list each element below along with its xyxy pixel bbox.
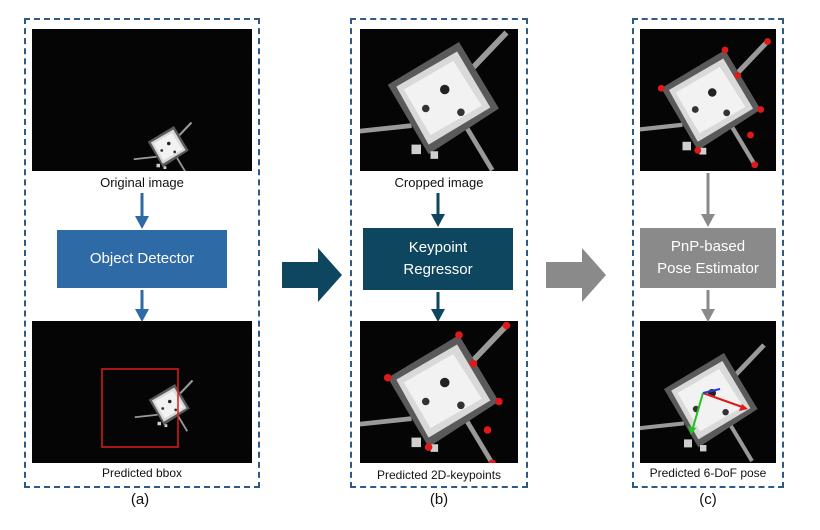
object-detector-label: Object Detector — [89, 250, 195, 267]
keypoint-regressor-label: Keypoint Regressor — [403, 239, 473, 278]
keypoint-regressor-box: Keypoint Regressor — [363, 228, 513, 290]
panel-label-b: (b) — [429, 491, 449, 508]
predicted-pose-image — [640, 321, 776, 463]
arrow-b-to-c — [546, 248, 606, 302]
predicted-pose-caption: Predicted 6-DoF pose — [649, 466, 767, 480]
arrow-a-to-b — [282, 248, 342, 302]
keypoints-input-image — [640, 29, 776, 171]
arrow-c-bottom — [701, 290, 715, 322]
cropped-image-caption: Cropped image — [394, 175, 484, 190]
predicted-bbox — [101, 368, 179, 448]
arrow-a-bottom — [135, 290, 149, 322]
predicted-keypoints-caption: Predicted 2D-keypoints — [376, 468, 502, 482]
cropped-image — [360, 29, 518, 171]
panel-c — [632, 18, 784, 488]
panel-label-c: (c) — [699, 491, 717, 508]
arrow-b-top — [431, 193, 445, 227]
arrow-b-bottom — [431, 292, 445, 322]
original-image — [32, 29, 252, 171]
panel-b — [350, 18, 528, 488]
pnp-pose-estimator-label: PnP-based Pose Estimator — [657, 238, 759, 277]
predicted-bbox-caption: Predicted bbox — [101, 466, 183, 480]
object-detector-box: Object Detector — [57, 230, 227, 288]
arrow-c-top — [701, 173, 715, 227]
panel-label-a: (a) — [130, 491, 150, 508]
predicted-keypoints-image — [360, 321, 518, 463]
panel-a — [24, 18, 260, 488]
arrow-a-top — [135, 193, 149, 229]
predicted-bbox-image — [32, 321, 252, 463]
original-image-caption: Original image — [100, 175, 184, 190]
pnp-pose-estimator-box: PnP-based Pose Estimator — [640, 228, 776, 288]
